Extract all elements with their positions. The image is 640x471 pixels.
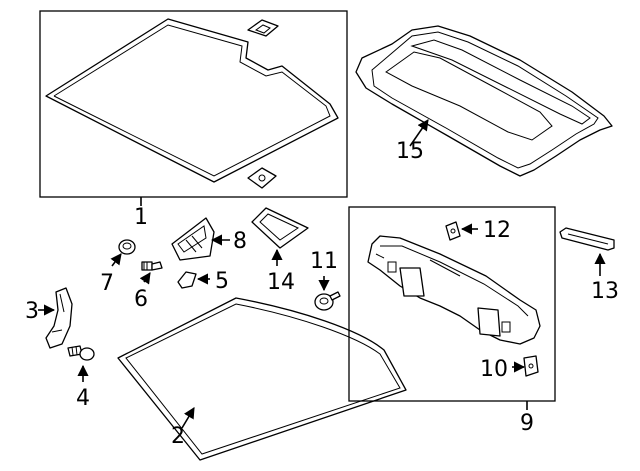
part-1-floor-panel — [45, 18, 339, 189]
callout-1: 1 — [134, 205, 148, 230]
callout-11: 11 — [310, 249, 338, 274]
callout-13: 13 — [591, 279, 619, 304]
leader-7 — [110, 253, 122, 267]
callout-2: 2 — [171, 424, 185, 449]
callout-6: 6 — [134, 287, 148, 312]
part-8-trim-panel: 8 — [171, 217, 247, 261]
part-9-group: 12 10 9 — [348, 206, 556, 436]
part-9-frame — [348, 206, 556, 402]
leader-2 — [181, 407, 195, 429]
part-14-triangle-trim: 14 — [251, 207, 309, 295]
callout-8: 8 — [233, 229, 247, 254]
callout-3: 3 — [25, 299, 39, 324]
part-1-frame — [39, 10, 348, 198]
leader-6 — [139, 272, 151, 285]
callout-4: 4 — [76, 386, 90, 411]
part-3-bracket: 3 — [25, 287, 73, 349]
leader-15 — [409, 119, 429, 147]
callout-12: 12 — [483, 218, 511, 243]
part-9-rear-trim — [367, 235, 541, 345]
part-7-nut: 7 — [100, 239, 136, 296]
part-5-clip: 5 — [177, 269, 229, 294]
callout-5: 5 — [215, 269, 229, 294]
callout-7: 7 — [100, 271, 114, 296]
callout-14: 14 — [267, 270, 295, 295]
part-6-bolt: 6 — [134, 261, 163, 312]
part-12-clip: 12 — [445, 218, 511, 243]
part-13-strip: 13 — [559, 227, 619, 304]
part-4-bolt: 4 — [67, 345, 95, 411]
part-10-clip: 10 — [480, 355, 539, 382]
part-1-group: 1 — [39, 10, 348, 230]
callout-9: 9 — [520, 411, 534, 436]
part-15-package-tray: 15 — [355, 25, 613, 177]
part-11-fastener: 11 — [310, 249, 341, 311]
callout-15: 15 — [396, 139, 424, 164]
callout-10: 10 — [480, 357, 508, 382]
part-2-trunk-mat: 2 — [117, 297, 407, 461]
